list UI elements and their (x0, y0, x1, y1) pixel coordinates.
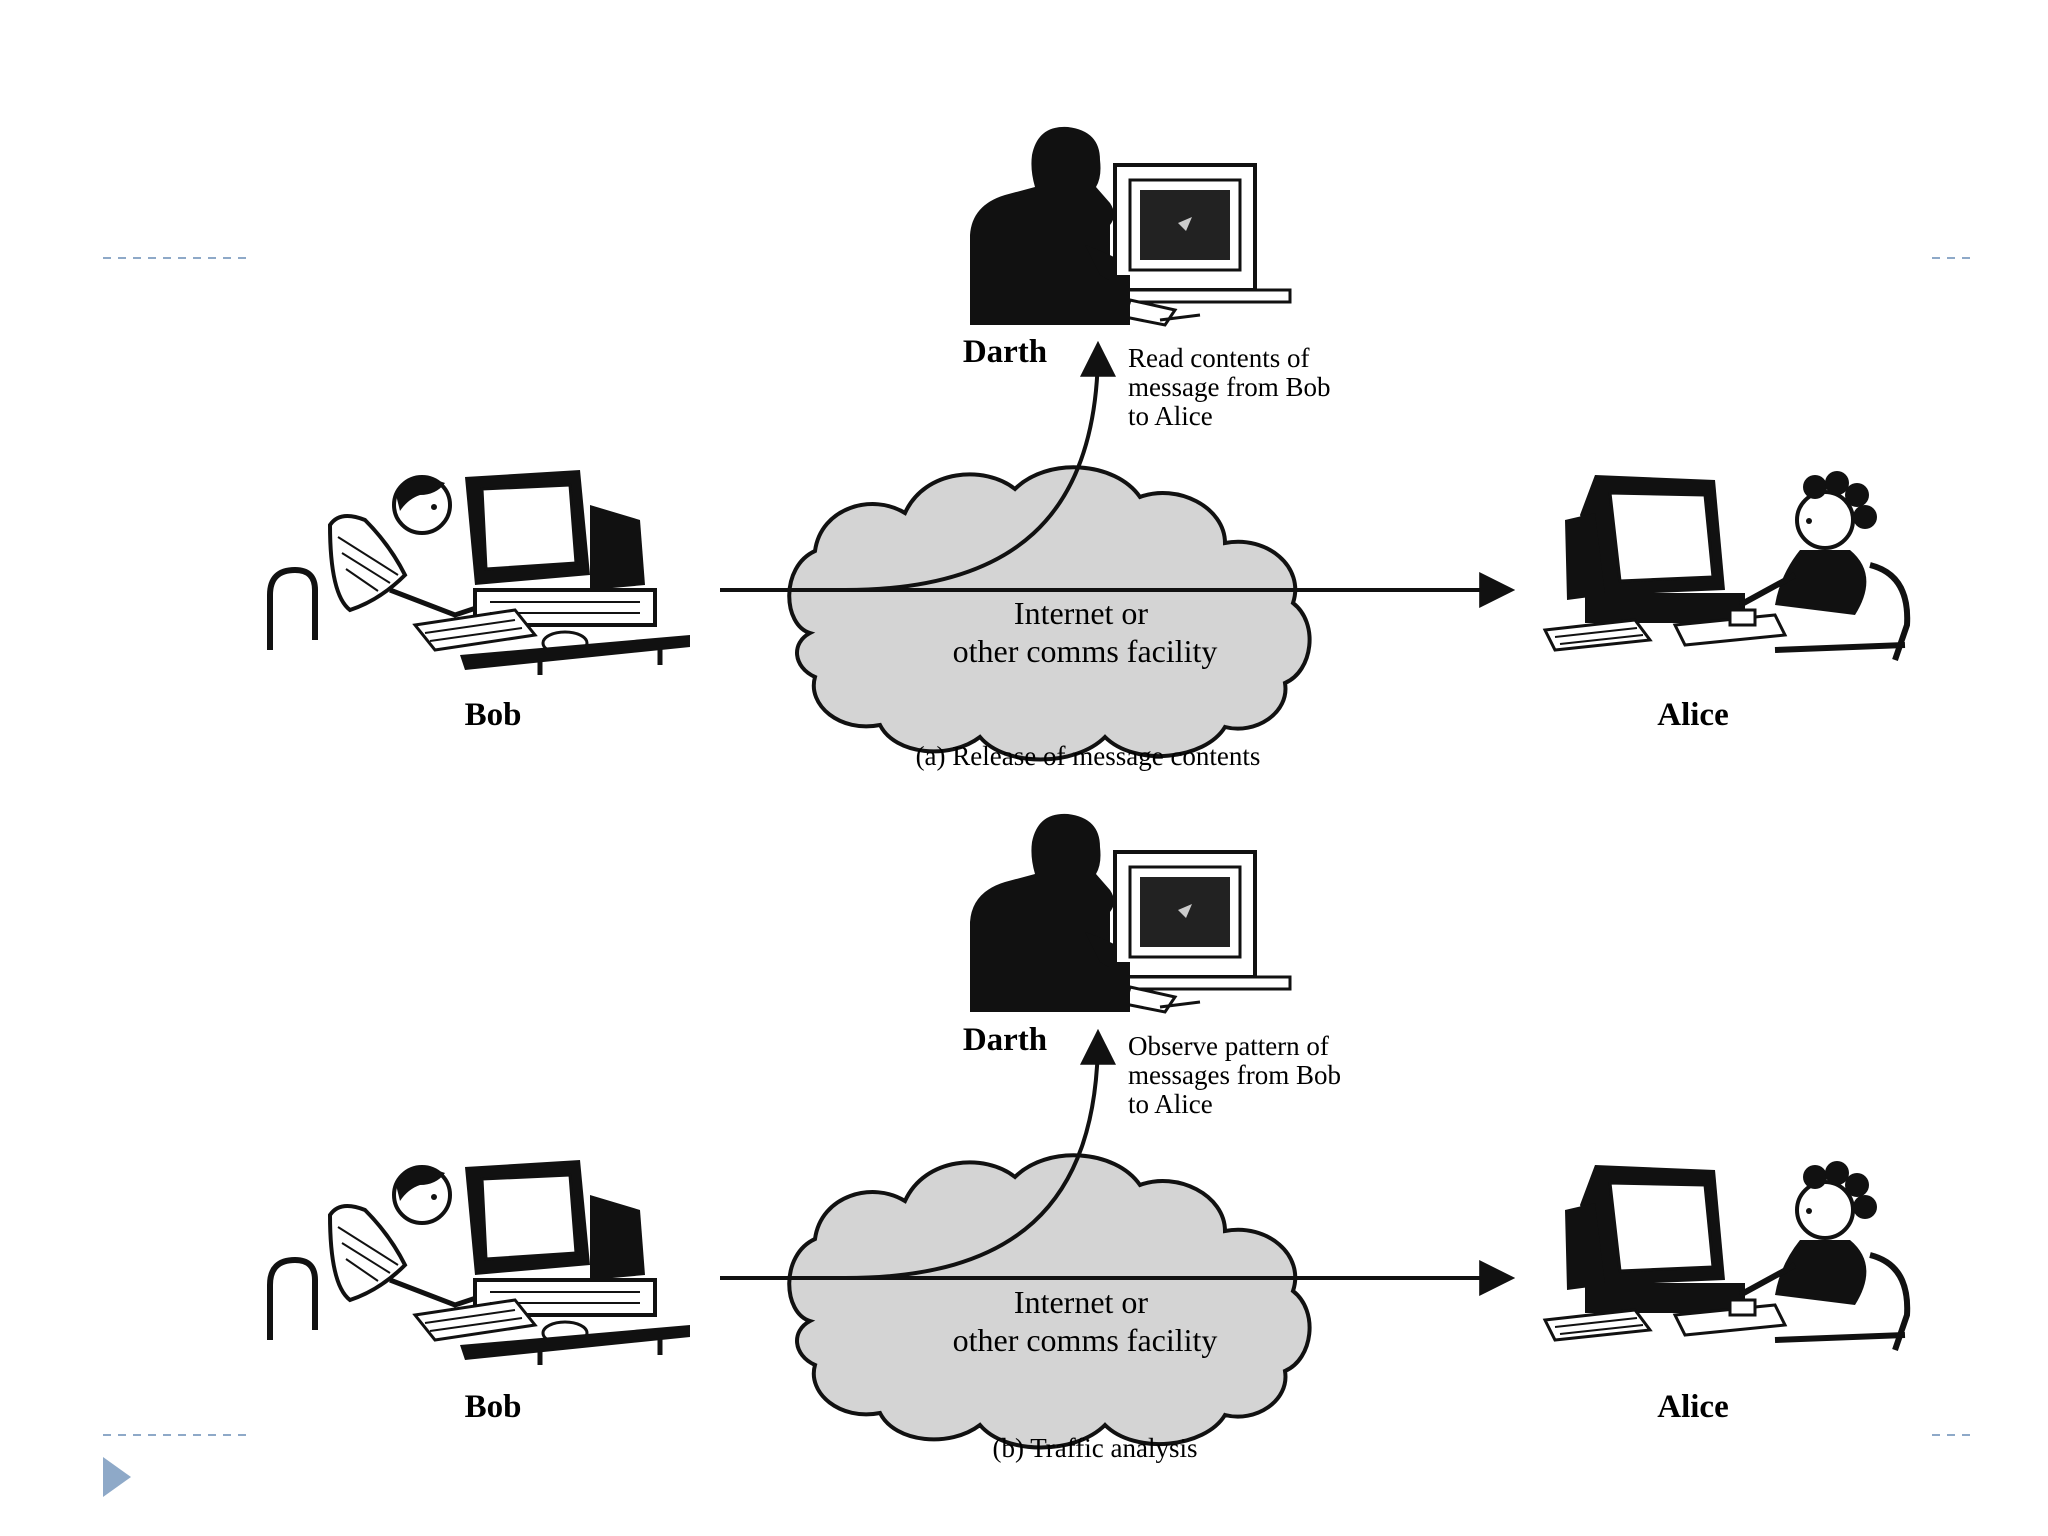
annotation-line: Read contents of (1128, 343, 1309, 373)
darth-figure-icon (958, 123, 1292, 327)
attacker-label: Darth (963, 1022, 1047, 1058)
sender-label: Bob (465, 697, 522, 733)
cloud-label-line: Internet or (1014, 1284, 1149, 1320)
panel-caption: (b) Traffic analysis (993, 1433, 1198, 1463)
attacker-label: Darth (963, 334, 1047, 370)
play-triangle-icon[interactable] (103, 1457, 131, 1497)
receiver-label: Alice (1657, 1389, 1728, 1425)
annotation-line: to Alice (1128, 1089, 1213, 1119)
panel-b: Darth Observe pattern of messages from B… (260, 810, 1925, 1463)
sender-label: Bob (465, 1389, 522, 1425)
annotation-line: Observe pattern of (1128, 1031, 1329, 1061)
annotation: Read contents of message from Bob to Ali… (1128, 343, 1337, 431)
interception-arrow (844, 340, 1116, 592)
annotation-line: message from Bob (1128, 372, 1330, 402)
observation-arrow (844, 1028, 1116, 1280)
cloud-label-line: other comms facility (953, 1322, 1218, 1358)
darth-figure-icon (958, 810, 1292, 1014)
panel-a: Darth Read contents of message from Bob … (260, 123, 1925, 771)
annotation-line: messages from Bob (1128, 1060, 1341, 1090)
bob-figure-icon (260, 1155, 700, 1365)
alice-figure-icon (1525, 1155, 1925, 1355)
cloud-label: Internet or other comms facility (953, 1284, 1218, 1358)
cloud-label-line: Internet or (1014, 595, 1149, 631)
alice-figure-icon (1525, 465, 1925, 665)
panel-caption: (a) Release of message contents (916, 741, 1261, 771)
annotation-line: to Alice (1128, 401, 1213, 431)
annotation: Observe pattern of messages from Bob to … (1128, 1031, 1348, 1119)
cloud-label: Internet or other comms facility (953, 595, 1218, 669)
bob-figure-icon (260, 465, 700, 675)
cloud-label-line: other comms facility (953, 633, 1218, 669)
receiver-label: Alice (1657, 697, 1728, 733)
